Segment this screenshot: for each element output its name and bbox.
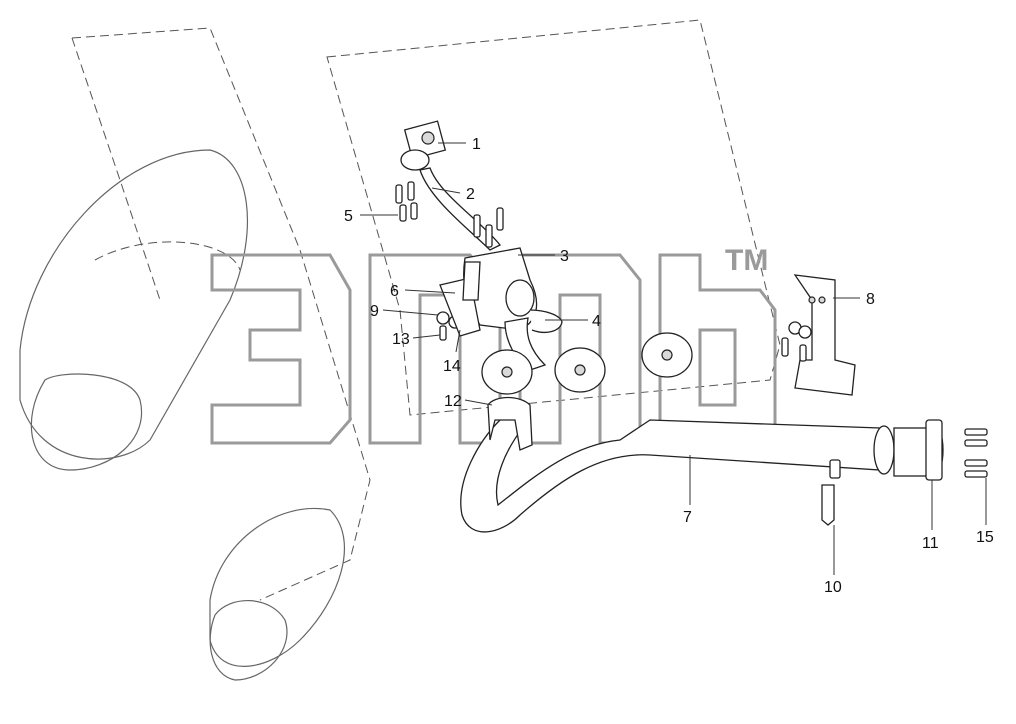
callout-4: 4 <box>592 313 601 330</box>
small-hose-clamp <box>821 419 943 526</box>
leader-lines <box>360 142 987 575</box>
callout-8: 8 <box>866 291 875 308</box>
callout-1: 1 <box>472 136 481 153</box>
watermark-logo: TM <box>210 244 777 445</box>
callout-13: 13 <box>392 331 410 348</box>
callout-2: 2 <box>466 186 475 203</box>
callout-15: 15 <box>976 529 994 546</box>
callout-14: 14 <box>443 358 461 375</box>
callout-10: 10 <box>824 579 842 596</box>
support-bracket <box>781 274 856 396</box>
callout-12: 12 <box>444 393 462 410</box>
flex-hose-assembly <box>400 120 563 371</box>
bolts <box>395 181 988 478</box>
callout-6: 6 <box>390 283 399 300</box>
callout-11: 11 <box>922 535 939 552</box>
bracket-flanges <box>439 261 693 451</box>
callout-5: 5 <box>344 208 353 225</box>
callout-labels: 1 2 3 4 5 6 7 8 9 10 11 12 13 14 15 <box>344 136 994 596</box>
callout-3: 3 <box>560 248 569 265</box>
exhaust-pipe <box>460 409 944 533</box>
callout-9: 9 <box>370 303 379 320</box>
callout-7: 7 <box>683 509 692 526</box>
watermark-tm: TM <box>725 244 768 277</box>
ghosted-chassis <box>19 19 781 681</box>
